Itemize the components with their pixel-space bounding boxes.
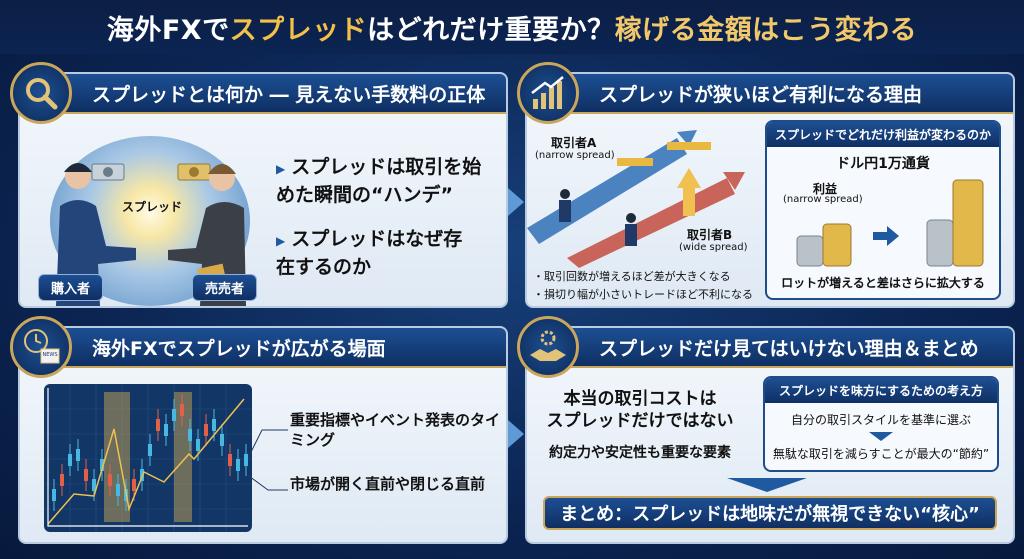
bullet-text: 損切り幅が小さいトレードほど不利になる — [544, 288, 753, 301]
candle-body — [148, 444, 152, 456]
panel-heading: スプレッドだけ見てはいけない理由＆まとめ — [527, 328, 1013, 368]
sub-line: 約定力や安定性も重要な要素 — [549, 445, 731, 461]
candle-body — [76, 449, 80, 461]
coin-stacks-icon — [796, 179, 984, 267]
flow-arrow-icon — [508, 420, 524, 448]
flow-arrow-icon — [508, 188, 524, 216]
price-line — [47, 398, 245, 525]
box-heading: スプレッドを味方にするための考え方 — [765, 378, 997, 403]
trader-race-illustration — [527, 130, 745, 268]
candle-body — [172, 409, 176, 421]
bullet-item: ▶スプレッドはなぜ存在するのか — [276, 226, 476, 280]
page-title: 海外FXでスプレッドはどれだけ重要か？稼げる金額はこう変わる — [0, 0, 1024, 54]
bullet-text: 取引回数が増えるほど差が大きくなる — [544, 270, 731, 283]
trader-a-label: 取引者A — [551, 136, 597, 150]
title-highlight: スプレッド — [229, 14, 368, 46]
candle-body — [108, 474, 112, 486]
title-highlight: 稼げる金額はこう変わる — [614, 14, 918, 46]
candle-body — [204, 424, 208, 436]
triangle-bullet-icon: ▶ — [276, 162, 286, 176]
news-icon-text: NEWS — [42, 352, 57, 358]
candle-body — [188, 429, 192, 441]
candlestick-chart-illustration — [44, 384, 252, 532]
callout-text: 市場が開く直前や閉じる直前 — [290, 475, 486, 493]
callout-text: 重要指標やイベント発表のタイミング — [290, 411, 501, 449]
trader-b-sub: (wide spread) — [679, 242, 748, 253]
main-message: 本当の取引コストは スプレッドだけではない 約定力や安定性も重要な要素 — [535, 388, 745, 464]
candle-body — [60, 474, 64, 486]
highlight-band — [174, 392, 192, 522]
step-text: 自分の取引スタイルを基準に選ぶ — [790, 413, 971, 427]
main-line: 本当の取引コストは — [563, 389, 717, 409]
candle-body — [180, 404, 184, 416]
bullet-item: ・損切り幅が小さいトレードほど不利になる — [533, 288, 753, 301]
profit-sub: (narrow spread) — [783, 194, 863, 205]
panel-what-is-spread: スプレッドとは何か ― 見えない手数料の正体 スプレッド 購入者 売売者 ▶スプ… — [18, 72, 508, 308]
candle-body — [156, 419, 160, 431]
candle-body — [164, 424, 168, 436]
panel-heading: 海外FXでスプレッドが広がる場面 — [20, 328, 506, 368]
candle-body — [228, 454, 232, 466]
summary-banner: まとめ：スプレッドは地味だが無視できない“核心” — [543, 496, 997, 530]
trader-a-sub: (narrow spread) — [535, 150, 615, 161]
title-part: 海外FXで — [106, 14, 230, 46]
callout-lines — [248, 429, 288, 491]
candle-body — [68, 454, 72, 466]
box-footer: ロットが増えると差はさらに拡大する — [781, 276, 985, 290]
down-arrow-icon — [869, 432, 893, 441]
bullet-item: ・取引回数が増えるほど差が大きくなる — [533, 270, 731, 283]
panel-heading: スプレッドが狭いほど有利になる理由 — [527, 74, 1013, 114]
clock-news-icon: NEWS — [10, 316, 72, 378]
bullet-text: スプレッドはなぜ存在するのか — [276, 228, 463, 278]
candle-body — [100, 459, 104, 471]
panel-narrow-spread-advantage: スプレッドが狭いほど有利になる理由 取引者A (narrow spread) 取… — [525, 72, 1015, 308]
candle-body — [220, 434, 224, 446]
profit-label: 利益 — [813, 182, 838, 196]
spread-label: スプレッド — [122, 200, 183, 214]
panel-summary: スプレッドだけ見てはいけない理由＆まとめ 本当の取引コストは スプレッドだけでは… — [525, 326, 1015, 544]
panel-spread-widening-scenes: 海外FXでスプレッドが広がる場面 重要指標やイベント発表のタイミング 市場が開く… — [18, 326, 508, 544]
handshake-gear-icon — [517, 316, 579, 378]
bullet-item: ▶スプレッドは取引を始めた瞬間の“ハンデ” — [276, 154, 496, 208]
mindset-box: スプレッドを味方にするための考え方 自分の取引スタイルを基準に選ぶ 無駄な取引を… — [763, 376, 999, 472]
candle-body — [84, 469, 88, 481]
magnifier-icon — [10, 62, 72, 124]
chart-axes — [47, 388, 248, 527]
candle-body — [244, 454, 248, 466]
bullet-text: スプレッドは取引を始めた瞬間の“ハンデ” — [276, 156, 482, 206]
candle-body — [196, 439, 200, 451]
candle-body — [116, 484, 120, 496]
profit-comparison-box: スプレッドでどれだけ利益が変わるのか ドル円1万通貨 利益 (narrow sp… — [765, 120, 1001, 300]
candle-body — [236, 459, 240, 471]
seller-label: 売売者 — [192, 274, 258, 301]
main-line: スプレッドだけではない — [546, 411, 734, 431]
unit-label: ドル円1万通貨 — [836, 156, 930, 172]
growth-chart-icon — [517, 62, 579, 124]
candle-body — [132, 479, 136, 491]
triangle-bullet-icon: ▶ — [276, 234, 286, 248]
step-text: 無駄な取引を減らすことが最大の“節約” — [772, 447, 990, 461]
down-arrow-icon — [727, 478, 807, 492]
candle-body — [52, 489, 56, 501]
buyer-label: 購入者 — [38, 274, 104, 301]
box-heading: スプレッドでどれだけ利益が変わるのか — [767, 122, 999, 147]
title-part: はどれだけ重要か？ — [367, 14, 615, 46]
candle-body — [212, 419, 216, 431]
panel-heading: スプレッドとは何か ― 見えない手数料の正体 — [20, 74, 506, 114]
candle-body — [92, 479, 96, 491]
trader-b-label: 取引者B — [687, 228, 733, 242]
